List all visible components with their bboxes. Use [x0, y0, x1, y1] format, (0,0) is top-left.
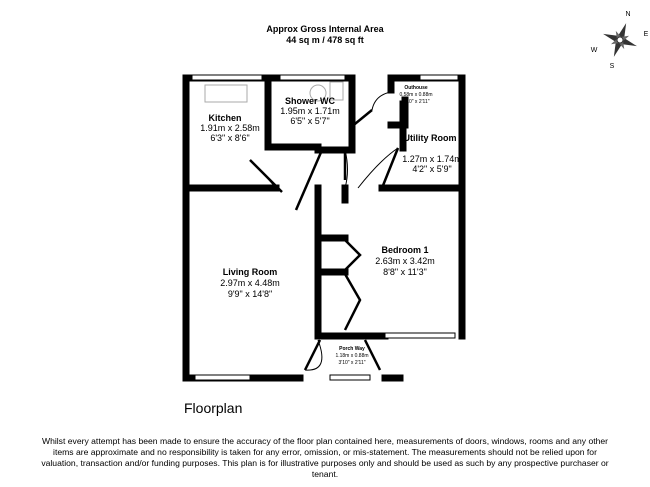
floor-label: Floorplan	[184, 400, 243, 416]
disclaimer: Whilst every attempt has been made to en…	[41, 436, 609, 479]
porch-metric: 1.18m x 0.88m	[335, 353, 368, 359]
gross-area: Approx Gross Internal Area 44 sq m / 478…	[0, 24, 650, 46]
living-metric: 2.97m x 4.48m	[220, 278, 280, 288]
floorplan: Kitchen 1.91m x 2.58m 6'3" x 8'6" Shower…	[182, 74, 466, 382]
shower-metric: 1.95m x 1.71m	[280, 106, 340, 116]
outhouse-imperial: 1'10" x 2'11"	[402, 99, 429, 105]
bedroom-name: Bedroom 1	[381, 245, 428, 255]
utility-name: Utility Room	[404, 133, 457, 143]
bedroom-imperial: 8'8" x 11'3"	[383, 267, 427, 277]
shower-imperial: 6'5" x 5'7"	[290, 116, 329, 126]
area-value: 44 sq m / 478 sq ft	[286, 35, 364, 45]
area-title: Approx Gross Internal Area	[266, 24, 384, 34]
compass-e: E	[644, 31, 649, 38]
kitchen-imperial: 6'3" x 8'6"	[210, 133, 249, 143]
outhouse-metric: 0.58m x 0.88m	[399, 92, 432, 98]
compass-s: S	[610, 63, 615, 68]
porch-imperial: 3'10" x 2'11"	[338, 360, 365, 366]
compass-w: W	[591, 47, 598, 54]
utility-imperial: 4'2" x 5'9"	[412, 164, 451, 174]
kitchen-metric: 1.91m x 2.58m	[200, 123, 260, 133]
living-imperial: 9'9" x 14'8"	[228, 289, 272, 299]
kitchen-name: Kitchen	[208, 113, 241, 123]
bedroom-metric: 2.63m x 3.42m	[375, 256, 435, 266]
utility-metric: 1.27m x 1.74m	[402, 154, 462, 164]
shower-name: Shower WC	[285, 96, 336, 106]
living-name: Living Room	[223, 267, 278, 277]
outhouse-name: Outhouse	[404, 85, 428, 91]
compass-n: N	[625, 11, 630, 18]
compass-icon: N E S W	[591, 11, 649, 68]
porch-name: Porch Way	[339, 346, 365, 352]
